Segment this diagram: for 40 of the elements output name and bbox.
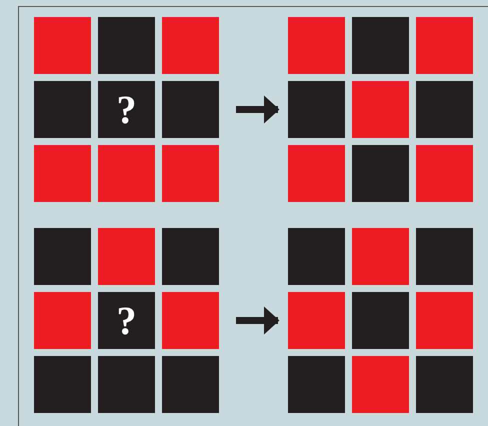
color-tile (288, 17, 345, 74)
color-tile (162, 228, 219, 285)
question-mark: ? (116, 90, 136, 130)
question-mark: ? (116, 300, 136, 340)
color-tile (416, 356, 473, 413)
color-tile (416, 292, 473, 349)
question-tile (98, 81, 155, 138)
color-tile (352, 81, 409, 138)
color-tile (34, 81, 91, 138)
question-tile (98, 292, 155, 349)
color-tile (98, 228, 155, 285)
color-tile (288, 145, 345, 202)
color-tile (162, 145, 219, 202)
color-tile (34, 228, 91, 285)
color-tile (34, 145, 91, 202)
color-tile (352, 292, 409, 349)
arrow (236, 306, 280, 334)
color-tile (98, 17, 155, 74)
color-tile (34, 17, 91, 74)
color-tile (162, 292, 219, 349)
color-tile (98, 356, 155, 413)
color-tile (416, 145, 473, 202)
color-tile (416, 228, 473, 285)
color-tile (98, 145, 155, 202)
color-tile (416, 81, 473, 138)
color-tile (162, 81, 219, 138)
color-tile (416, 17, 473, 74)
color-tile (34, 292, 91, 349)
color-tile (288, 228, 345, 285)
color-tile (162, 356, 219, 413)
color-tile (352, 17, 409, 74)
arrow (236, 96, 280, 124)
color-tile (288, 292, 345, 349)
color-tile (288, 356, 345, 413)
color-tile (34, 356, 91, 413)
color-tile (352, 356, 409, 413)
color-tile (352, 228, 409, 285)
color-tile (352, 145, 409, 202)
color-tile (162, 17, 219, 74)
color-tile (288, 81, 345, 138)
